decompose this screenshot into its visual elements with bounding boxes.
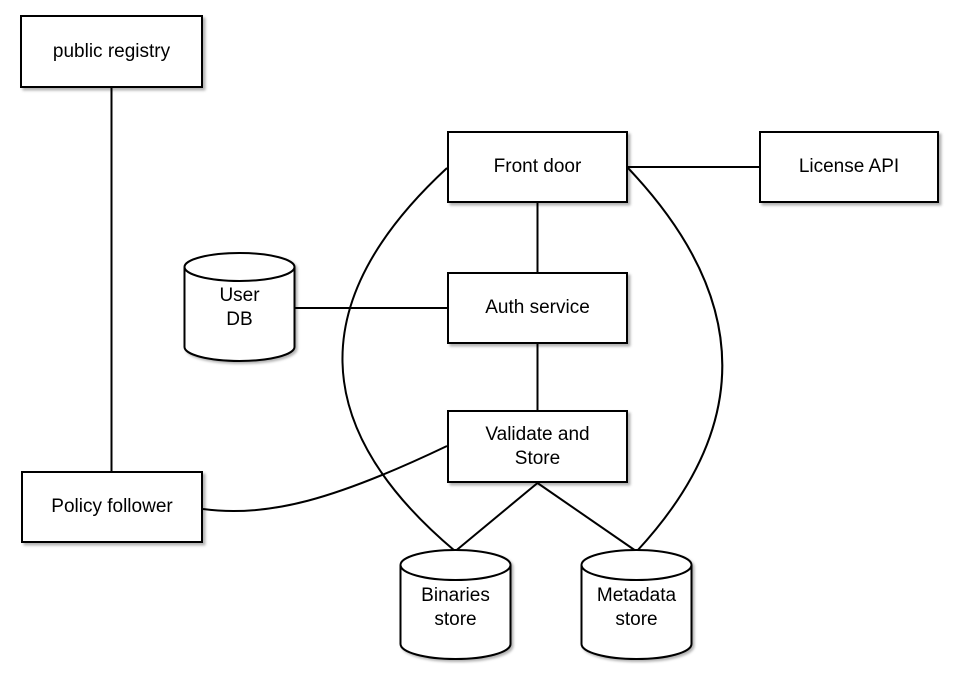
edge-front-door-to-metadata-store: [627, 167, 724, 552]
node-license-api-label: License API: [798, 156, 900, 178]
node-binaries-store[interactable]: [399, 549, 512, 660]
node-validate-store-label: Validate and Store: [485, 423, 590, 469]
metadata-store-cylinder-top: [580, 549, 693, 581]
binaries-store-cylinder-top: [399, 549, 512, 581]
metadata-store-cylinder-body: [580, 565, 693, 660]
node-validate-store[interactable]: Validate and Store: [447, 410, 628, 483]
node-binaries-store-label: Binaries store: [421, 585, 490, 630]
edge-policy-follower-to-validate-store: [202, 445, 448, 513]
binaries-store-cylinder-body: [399, 565, 512, 660]
node-front-door[interactable]: Front door: [447, 131, 628, 203]
edge-validate-store-to-metadata-store: [536, 482, 637, 552]
node-public-registry[interactable]: public registry: [20, 15, 203, 88]
node-front-door-label: Front door: [493, 156, 582, 178]
user-db-cylinder-top: [183, 252, 296, 282]
user-db-cylinder-body: [183, 267, 296, 362]
node-auth-service[interactable]: Auth service: [447, 272, 628, 344]
node-policy-follower-label: Policy follower: [51, 496, 173, 518]
node-metadata-store[interactable]: [580, 549, 693, 660]
node-user-db-label: User DB: [219, 285, 260, 330]
node-metadata-store-label: Metadata store: [596, 585, 677, 630]
node-license-api[interactable]: License API: [759, 131, 939, 203]
node-policy-follower[interactable]: Policy follower: [21, 471, 203, 543]
node-auth-service-label: Auth service: [485, 297, 590, 319]
edge-front-door-to-binaries-store: [341, 167, 456, 552]
edge-validate-store-to-binaries-store: [454, 482, 539, 552]
node-user-db[interactable]: [183, 252, 296, 362]
node-public-registry-label: public registry: [52, 40, 171, 62]
